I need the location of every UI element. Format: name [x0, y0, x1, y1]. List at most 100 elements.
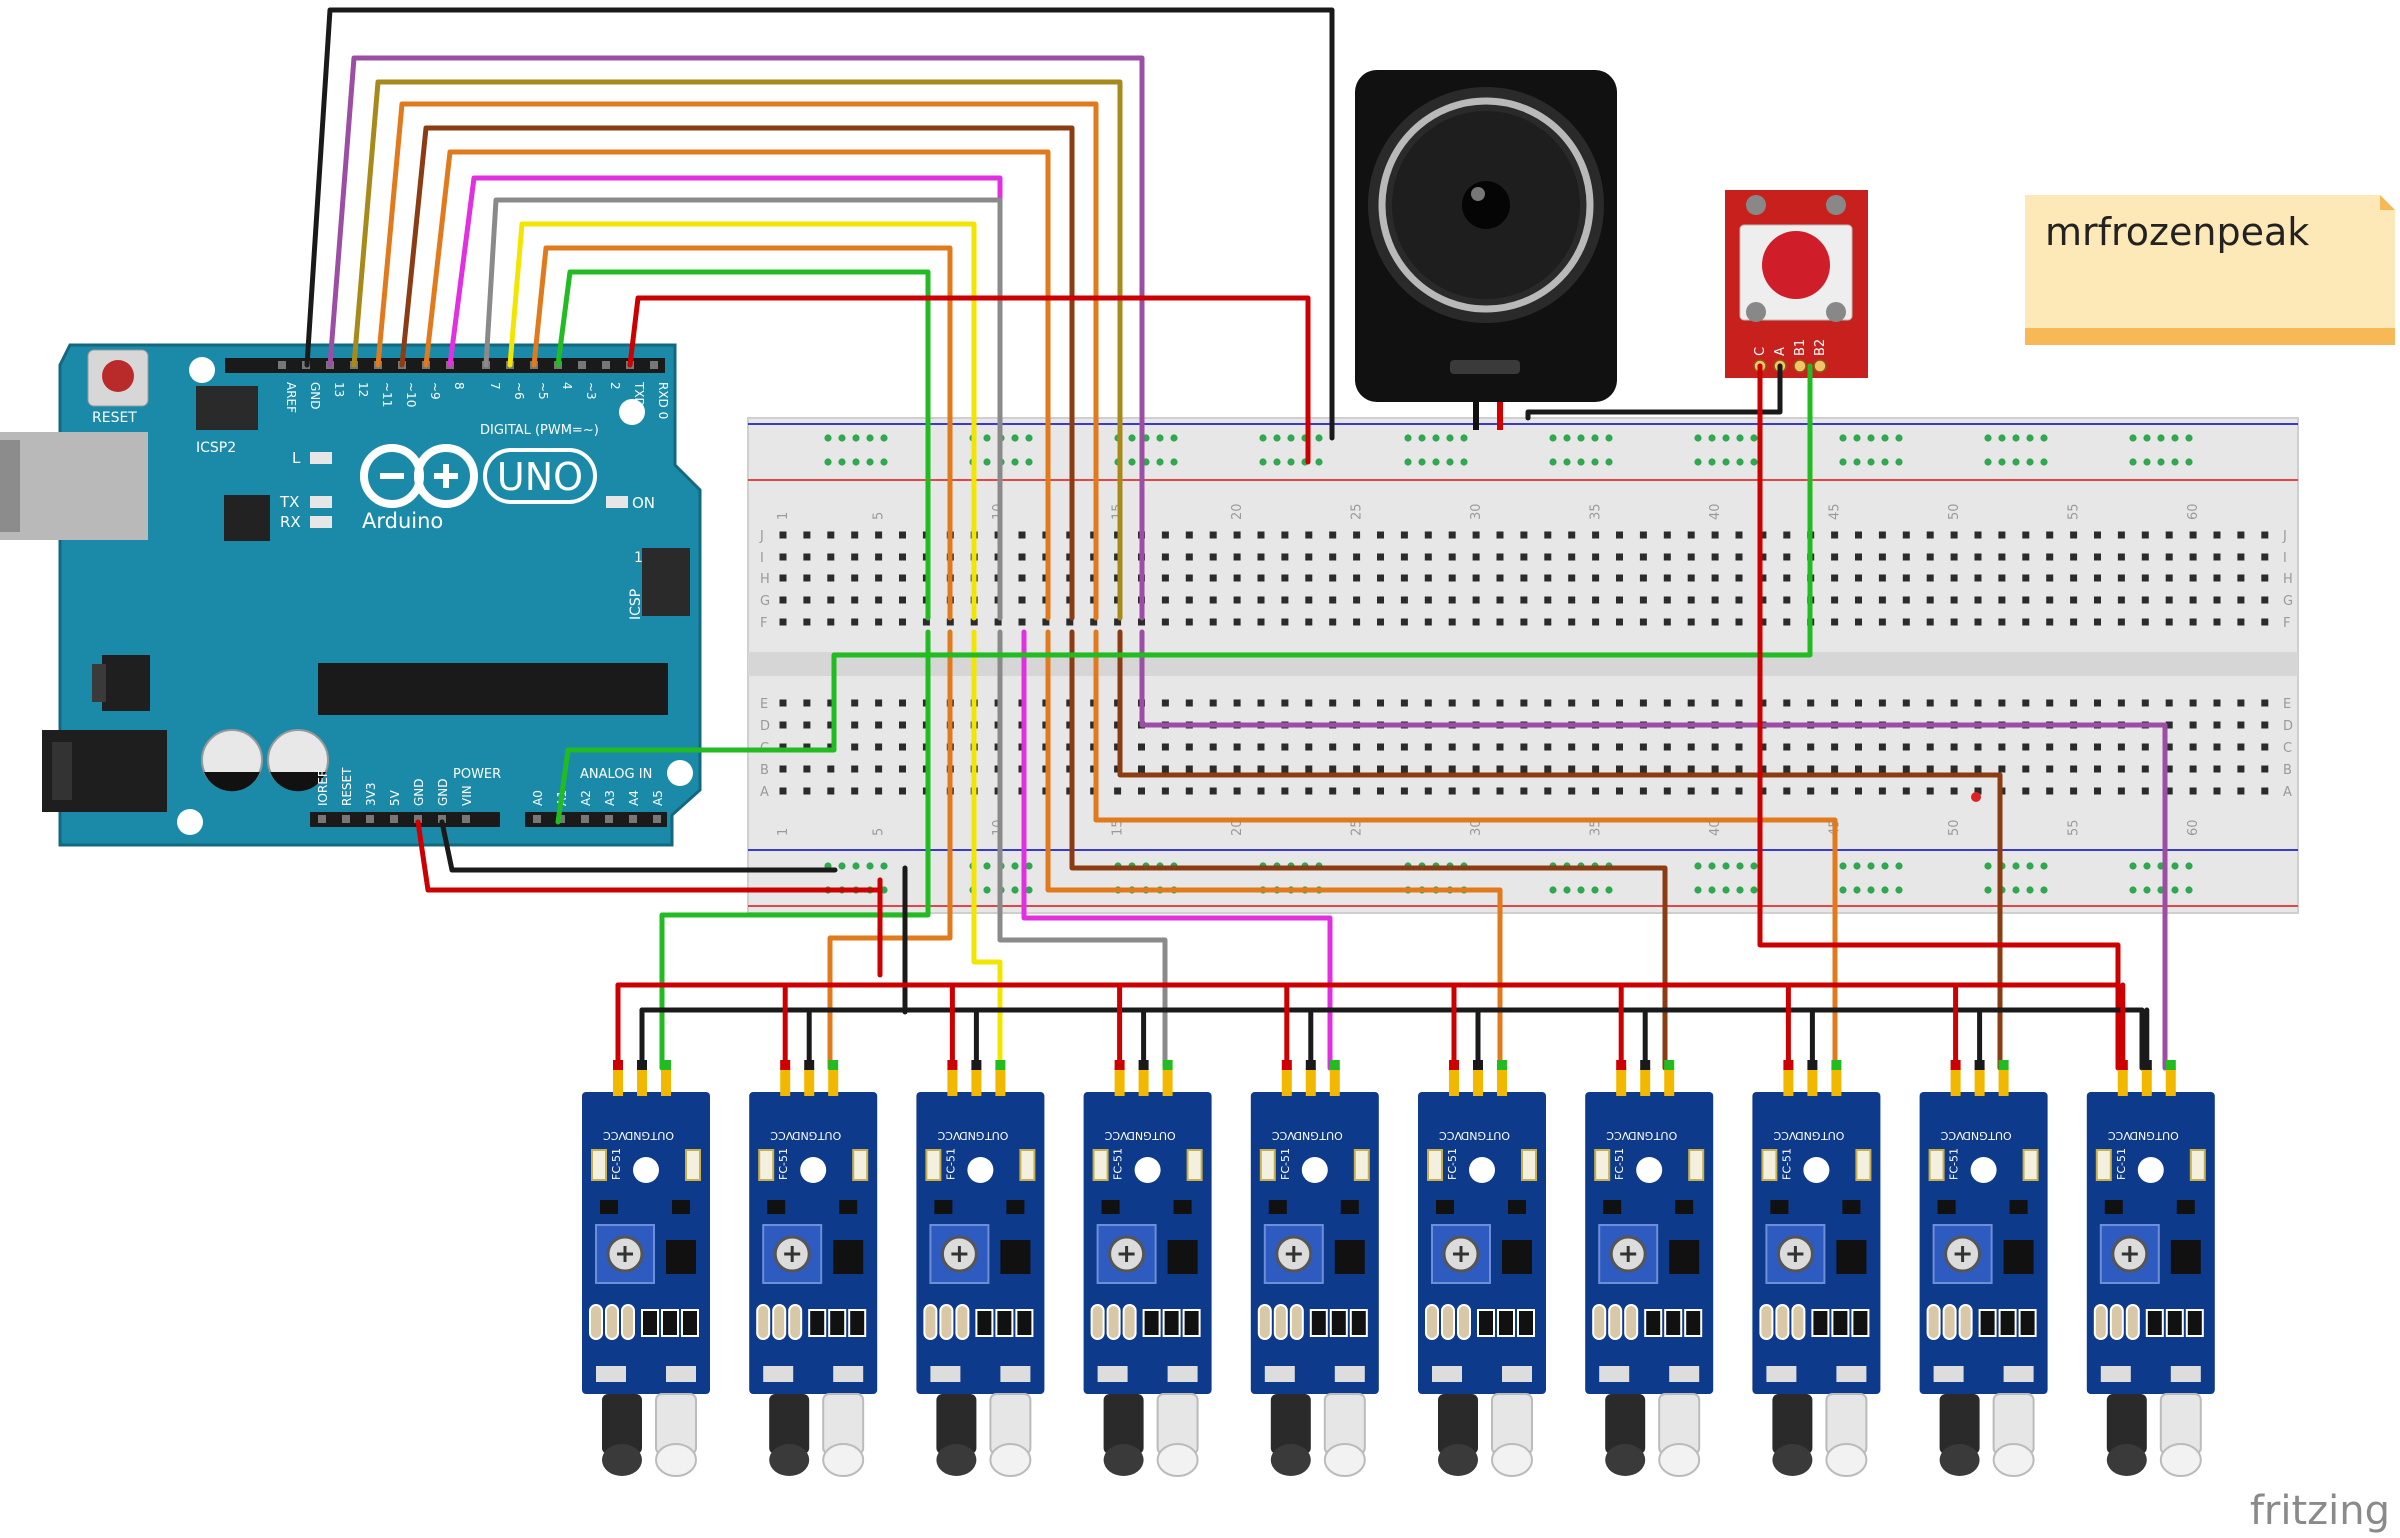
- digital-pin-label: ~11: [380, 382, 394, 407]
- breadboard-marker-dot: [1971, 792, 1981, 802]
- digital-pin-label: ~6: [512, 382, 526, 400]
- digital-pin-label: ~9: [428, 382, 442, 400]
- button-pin-label: A: [1773, 347, 1788, 356]
- led-l-label: L: [292, 449, 301, 467]
- arduino-model: UNO: [497, 455, 583, 499]
- arduino-logo-icon: [360, 444, 478, 508]
- breadboard-col-number-bottom: 50: [1947, 819, 1962, 836]
- usb-connector: [0, 432, 148, 540]
- ir-sensor-modules: OUTGNDVCCFC-51OUTGNDVCCFC-51OUTGNDVCCFC-…: [582, 1060, 2215, 1477]
- sensor-model-label: FC-51: [1446, 1148, 1459, 1180]
- breadboard-col-number-bottom: 30: [1469, 819, 1484, 836]
- breadboard-col-number-bottom: 40: [1708, 819, 1723, 836]
- sensor-pin-label: VCC: [603, 1129, 626, 1142]
- breadboard-col-number-bottom: 55: [2067, 819, 2082, 836]
- sensor-pin-label: VCC: [2108, 1129, 2131, 1142]
- breadboard: 1155101015152020252530303535404045455050…: [747, 417, 2299, 914]
- sensor-model-label: FC-51: [944, 1148, 957, 1180]
- breadboard-row-letter-right: H: [2283, 572, 2293, 587]
- digital-header: [225, 358, 665, 373]
- breadboard-col-number-top: 20: [1230, 503, 1245, 520]
- sensor-pin-label: GND: [1461, 1129, 1486, 1142]
- breadboard-row-letter-right: I: [2283, 551, 2287, 566]
- breadboard-col-number-top: 60: [2186, 503, 2201, 520]
- breadboard-row-letter-left: J: [759, 529, 764, 544]
- sensor-model-label: FC-51: [1780, 1148, 1793, 1180]
- analog-header: [525, 812, 667, 827]
- sensor-model-label: FC-51: [2115, 1148, 2128, 1180]
- breadboard-holes: [779, 531, 2269, 795]
- sensor-pin-label: VCC: [1773, 1129, 1796, 1142]
- sensor-pin-label: GND: [1126, 1129, 1151, 1142]
- digital-pin-label: 13: [332, 382, 346, 397]
- power-header: [310, 812, 500, 827]
- sensor-pin-label: VCC: [770, 1129, 793, 1142]
- analog-pin-label: A5: [651, 790, 665, 806]
- breadboard-col-number-bottom: 15: [1111, 819, 1126, 836]
- digital-pin-label: 2: [608, 382, 622, 390]
- sensor-pin-label: OUT: [1486, 1129, 1510, 1142]
- breadboard-col-number-top: 5: [872, 512, 887, 520]
- sensor-pin-label: OUT: [650, 1129, 674, 1142]
- arduino-brand: Arduino: [362, 509, 443, 533]
- digital-pin-label: AREF: [284, 382, 298, 413]
- wires: [304, 7, 2168, 1071]
- sensor-pin-label: VCC: [1940, 1129, 1963, 1142]
- breadboard-row-letter-left: I: [760, 551, 764, 566]
- breadboard-row-letter-right: F: [2283, 616, 2290, 631]
- breadboard-row-letter-left: G: [760, 594, 770, 609]
- power-pin-label: IOREF: [316, 770, 330, 806]
- sensor-pin-label: VCC: [937, 1129, 960, 1142]
- sensor-model-label: FC-51: [1112, 1148, 1125, 1180]
- microcontroller-chip: [318, 663, 668, 715]
- power-label: POWER: [453, 767, 501, 782]
- digital-header-label: DIGITAL (PWM=~): [480, 423, 599, 438]
- icsp2-label: ICSP2: [196, 440, 236, 456]
- usb-chip: [224, 495, 270, 541]
- sensor-model-label: FC-51: [1613, 1148, 1626, 1180]
- sensor-pin-label: VCC: [1439, 1129, 1462, 1142]
- sensor-model-label: FC-51: [1279, 1148, 1292, 1180]
- breadboard-row-letter-left: D: [760, 719, 770, 734]
- breadboard-row-letter-right: E: [2283, 697, 2291, 712]
- analog-pin-label: A0: [531, 790, 545, 806]
- digital-pin-label: 8: [452, 382, 466, 390]
- breadboard-col-number-top: 50: [1947, 503, 1962, 520]
- analog-label: ANALOG IN: [580, 767, 652, 782]
- digital-pin-label: ~3: [584, 382, 598, 400]
- power-pin-label: 3V3: [364, 783, 378, 806]
- sensor-pin-label: OUT: [2155, 1129, 2179, 1142]
- sensor-pin-label: VCC: [1104, 1129, 1127, 1142]
- sticky-note-text: mrfrozenpeak: [2045, 210, 2310, 254]
- breadboard-row-letter-left: H: [760, 572, 770, 587]
- power-pin-label: GND: [436, 778, 450, 806]
- breadboard-row-letter-right: G: [2283, 594, 2293, 609]
- analog-pin-label: A4: [627, 790, 641, 806]
- breadboard-col-number-bottom: 25: [1350, 819, 1365, 836]
- digital-pin-label: TXD 1: [632, 381, 646, 418]
- breadboard-col-number-top: 55: [2067, 503, 2082, 520]
- digital-pin-label: RXD 0: [656, 382, 670, 419]
- breadboard-row-letter-right: A: [2283, 785, 2292, 800]
- sensor-pin-label: GND: [1962, 1129, 1987, 1142]
- breadboard-col-number-bottom: 5: [872, 828, 887, 836]
- breadboard-col-number-bottom: 1: [776, 828, 791, 836]
- breadboard-row-letter-left: B: [760, 763, 769, 778]
- digital-pin-label: 4: [560, 382, 574, 390]
- sensor-pin-label: OUT: [1988, 1129, 2012, 1142]
- icsp-label: ICSP: [628, 589, 644, 620]
- analog-pin-label: A2: [579, 790, 593, 806]
- sensor-pin-label: OUT: [1653, 1129, 1677, 1142]
- digital-pin-label: ~10: [404, 382, 418, 407]
- breadboard-row-letter-right: J: [2282, 529, 2287, 544]
- power-pin-label: RESET: [340, 767, 354, 806]
- led-on-label: ON: [632, 494, 655, 512]
